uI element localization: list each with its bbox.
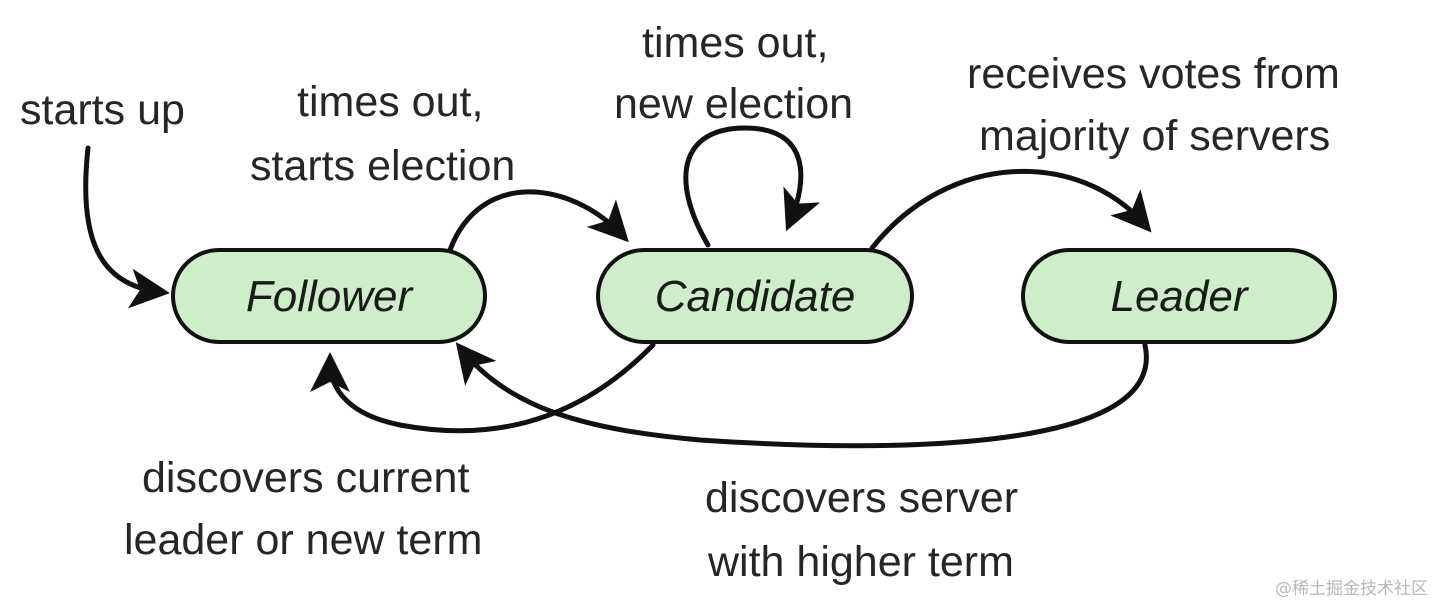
label-starts-up: starts up	[20, 86, 185, 134]
candidate-to-follower-arrow	[310, 342, 656, 434]
candidate-label: Candidate	[655, 272, 856, 321]
candidate-to-leader-arrow	[869, 168, 1152, 251]
label-candidate-self: times out, new election	[614, 19, 853, 128]
candidate-self-loop-arrow	[683, 125, 821, 248]
label-follower-to-candidate-line-1: times out,	[297, 78, 483, 126]
label-candidate-to-leader: receives votes from majority of servers	[967, 50, 1340, 160]
candidate-node	[596, 248, 914, 344]
state-leader: Leader	[1021, 248, 1337, 344]
label-candidate-to-leader-line-2: majority of servers	[979, 112, 1330, 160]
label-candidate-to-follower: discovers current leader or new term	[124, 454, 483, 564]
label-follower-to-candidate: times out, starts election	[250, 78, 515, 190]
label-candidate-to-follower-line-2: leader or new term	[124, 516, 483, 564]
label-leader-to-follower: discovers server with higher term	[705, 474, 1018, 586]
label-candidate-to-leader-line-1: receives votes from	[967, 50, 1340, 98]
follower-label: Follower	[246, 272, 415, 321]
follower-to-candidate-arrow	[447, 189, 629, 253]
label-candidate-self-line-1: times out,	[642, 19, 828, 67]
label-leader-to-follower-line-1: discovers server	[705, 474, 1018, 522]
start-arrow	[83, 145, 170, 309]
leader-node	[1021, 248, 1337, 344]
label-follower-to-candidate-line-2: starts election	[250, 142, 515, 190]
state-candidate: Candidate	[596, 248, 914, 344]
state-follower: Follower	[171, 248, 487, 344]
leader-to-follower-arrow	[455, 342, 1149, 449]
label-leader-to-follower-line-2: with higher term	[707, 538, 1014, 586]
leader-label: Leader	[1110, 272, 1249, 321]
watermark: @稀土掘金技术社区	[1275, 579, 1428, 599]
label-candidate-self-line-2: new election	[614, 80, 853, 128]
label-candidate-to-follower-line-1: discovers current	[142, 454, 469, 502]
label-starts-up-line-1: starts up	[20, 86, 185, 134]
follower-node	[171, 248, 487, 344]
